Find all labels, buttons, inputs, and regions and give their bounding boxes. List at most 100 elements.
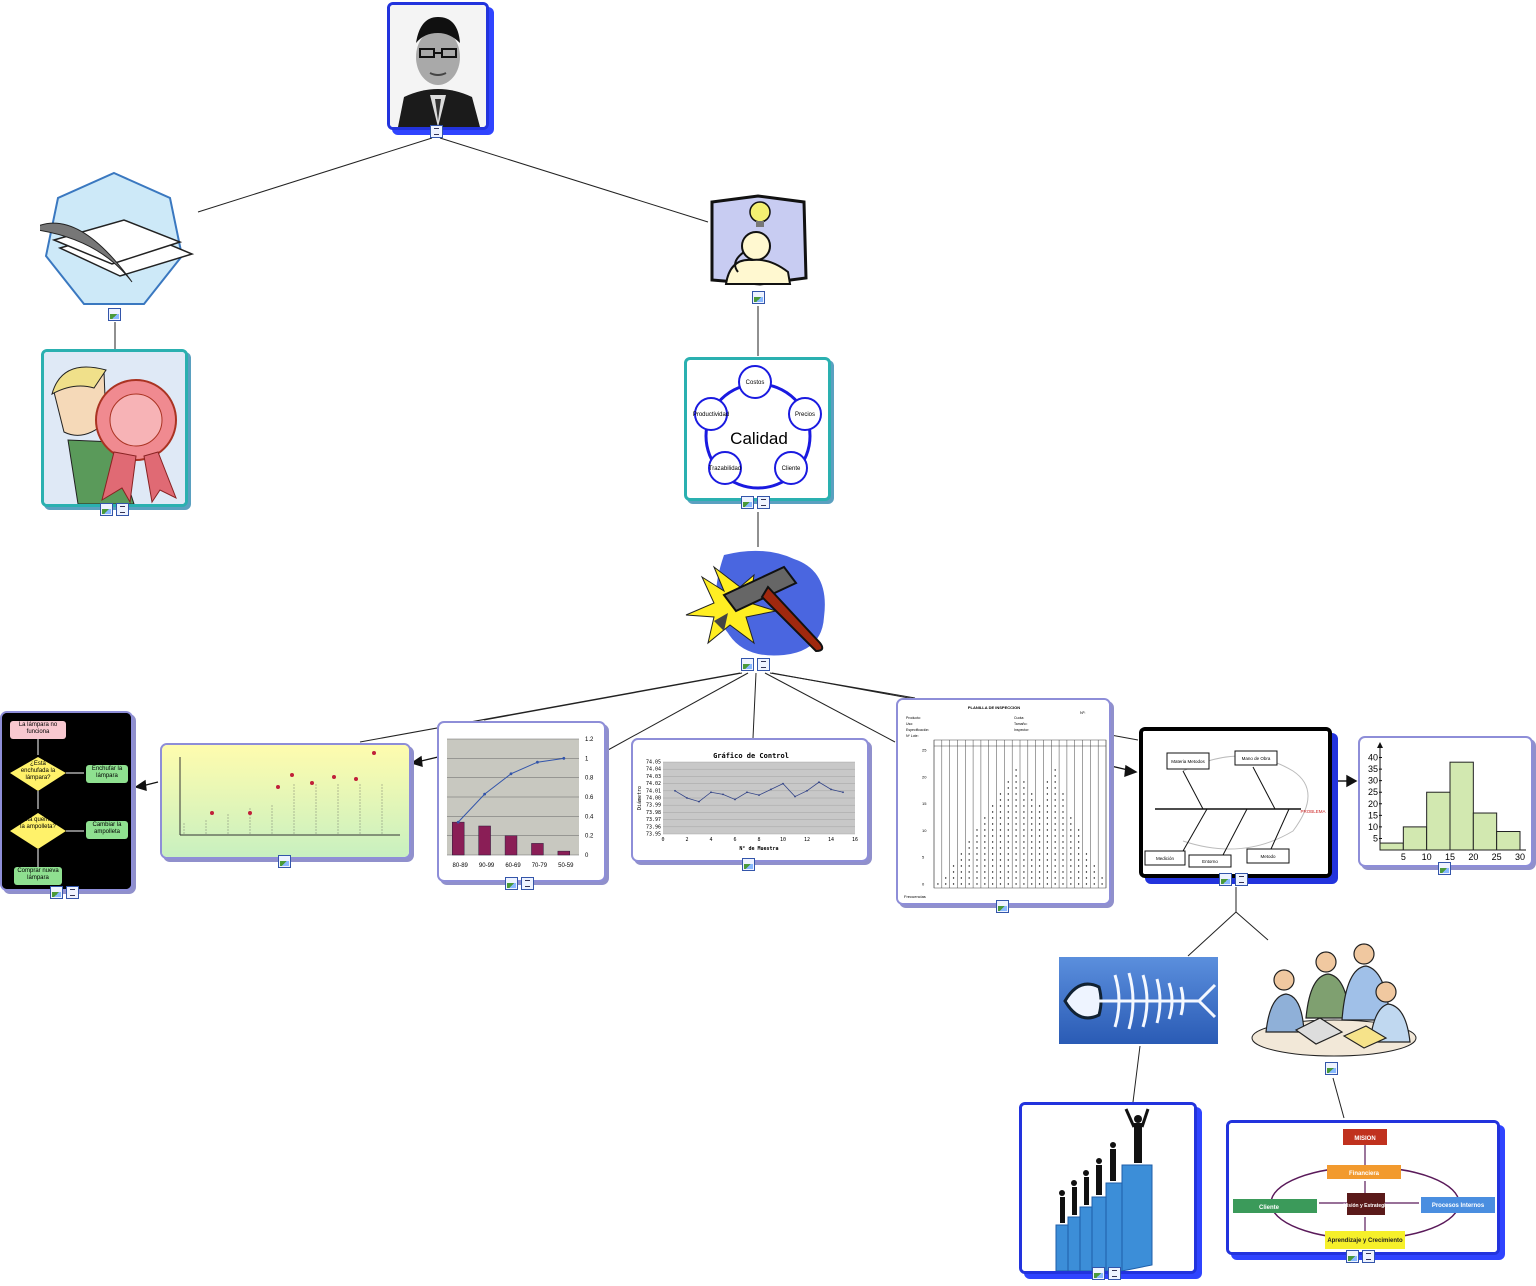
control-xtick-label: 2 [685,837,688,843]
portrait-node[interactable] [387,2,489,130]
scatter-dot [337,796,339,798]
scatter-node[interactable] [160,743,411,859]
image-icon[interactable] [741,658,754,671]
check-sheet-badges [996,900,1009,913]
note-icon[interactable] [66,886,79,899]
scatter-dot [381,802,383,804]
image-icon[interactable] [100,503,113,516]
check-sheet-tally [968,841,970,843]
image-icon[interactable] [278,855,291,868]
control-ytick-label: 73.98 [646,810,661,816]
field-cuota: Cuota: [1014,716,1024,720]
pareto-bar [531,843,544,856]
scatter-badges [278,855,291,868]
check-sheet-tally [968,853,970,855]
check-sheet-tally [1054,835,1056,837]
check-sheet-tally [968,865,970,867]
check-sheet-tally [1077,841,1080,843]
success-podium-node[interactable] [1019,1102,1197,1274]
scorecard-procesos-label: Procesos Internos [1432,1203,1485,1209]
check-sheet-tally [1085,865,1088,867]
check-sheet-node[interactable]: PLANILLA DE INSPECCION Nº: Producto: Uso… [896,698,1111,905]
check-sheet-tally [1070,841,1072,843]
check-sheet-tally [1007,829,1009,831]
image-icon[interactable] [1092,1267,1105,1280]
scatter-dot [381,808,383,810]
image-icon[interactable] [742,858,755,871]
note-icon[interactable] [1235,873,1248,886]
note-icon[interactable] [757,658,770,671]
idea-node[interactable] [708,192,808,288]
check-sheet-tally [1007,811,1009,813]
check-sheet-tally [1054,781,1056,783]
image-icon[interactable] [108,308,121,321]
scatter-highlight-point [372,751,376,755]
scatter-dot [381,796,383,798]
team-meeting-node[interactable] [1246,940,1420,1060]
check-sheet-title: PLANILLA DE INSPECCION [968,705,1020,710]
image-icon[interactable] [50,886,63,899]
check-sheet-tally [1031,841,1033,843]
check-sheet-tally [991,811,994,813]
image-icon[interactable] [1219,873,1232,886]
scatter-dot [315,826,317,828]
award-node[interactable] [41,349,188,507]
check-sheet-tally [1062,847,1064,849]
check-sheet-ytick-label: 0 [922,882,925,887]
heptagon-quill-node[interactable] [40,170,196,308]
image-icon[interactable] [741,496,754,509]
image-icon[interactable] [505,877,518,890]
balanced-scorecard-node[interactable]: MISION Financiera Visión y Estrategia Cl… [1226,1120,1500,1255]
check-sheet-tally [1023,787,1025,789]
image-icon[interactable] [1346,1250,1359,1263]
histogram-ytick-label: 10 [1368,822,1378,832]
check-sheet-tally [1062,799,1064,801]
flowchart-node[interactable]: La lámpara no funciona ¿Está enchufada l… [0,711,133,891]
image-icon[interactable] [996,900,1009,913]
quality-cycle-node[interactable]: Calidad Costos Precios Cliente Trazabili… [684,357,831,501]
check-sheet-tally [991,823,994,825]
note-icon[interactable] [1108,1267,1121,1280]
check-sheet-tally [1023,799,1025,801]
pareto-bar [504,835,518,856]
pareto-ytick-label: 1.2 [585,737,594,743]
hammer-tools-node[interactable] [684,547,832,659]
check-sheet-tally [991,865,994,867]
scatter-dot [381,814,383,816]
scatter-highlight-point [248,811,252,815]
check-sheet-tally [1038,823,1041,825]
note-icon[interactable] [521,877,534,890]
scatter-diagram [162,745,409,857]
check-sheet-tally [1023,817,1025,819]
image-icon[interactable] [752,291,765,304]
check-sheet-tally [952,871,955,873]
histogram-bar [1379,842,1404,851]
check-sheet-tally [1054,847,1056,849]
scatter-dot [271,808,273,810]
podium-badges [1092,1267,1121,1280]
note-icon[interactable] [1362,1250,1375,1263]
check-sheet-tally [1038,811,1041,813]
control-xtick-label: 10 [780,837,786,843]
check-sheet-tally [1023,793,1025,795]
note-icon[interactable] [116,503,129,516]
check-sheet-tally [1031,871,1033,873]
scatter-highlight-point [310,781,314,785]
check-sheet-ytick-label: 10 [922,828,927,833]
check-sheet-tally [991,829,994,831]
fishbone-node[interactable]: Materia Metodos Mano de Obra Medición En… [1139,727,1332,878]
scatter-dot [293,787,295,789]
control-ytick-label: 74.01 [646,788,661,794]
note-icon[interactable] [430,125,443,138]
image-icon[interactable] [1438,862,1451,875]
scatter-dot [183,823,185,825]
image-icon[interactable] [1325,1062,1338,1075]
scatter-highlight-point [354,777,358,781]
fish-skeleton-node[interactable] [1059,957,1218,1044]
note-icon[interactable] [757,496,770,509]
scatter-dot [249,829,251,831]
scatter-dot [271,814,273,816]
